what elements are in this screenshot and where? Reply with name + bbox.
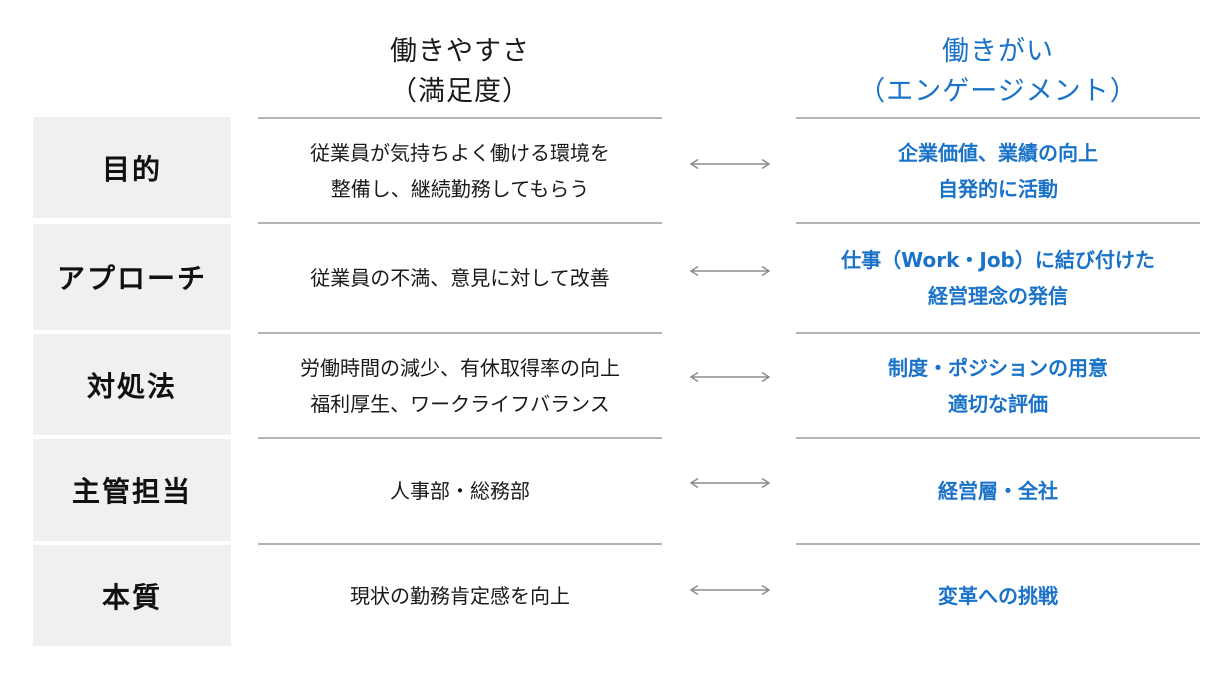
satisfaction-measures-line: 福利厚生、ワークライフバランス bbox=[310, 391, 610, 416]
engagement-approach: 仕事（Work・Job）に結び付けた 経営理念の発信 bbox=[796, 224, 1200, 332]
header-satisfaction-subtitle: （満足度） bbox=[390, 76, 530, 107]
engagement-essence: 変革への挑戦 bbox=[796, 545, 1200, 646]
engagement-measures-line: 制度・ポジションの用意 bbox=[888, 355, 1108, 380]
double-headed-arrow-icon bbox=[689, 265, 771, 277]
double-headed-arrow-icon bbox=[689, 158, 771, 170]
engagement-measures: 制度・ポジションの用意 適切な評価 bbox=[796, 334, 1200, 437]
double-headed-arrow-icon bbox=[689, 477, 771, 489]
satisfaction-purpose: 従業員が気持ちよく働ける環境を 整備し、継続勤務してもらう bbox=[258, 119, 662, 222]
divider-left-2 bbox=[258, 332, 662, 334]
divider-right-4 bbox=[796, 543, 1200, 545]
divider-right-2 bbox=[796, 332, 1200, 334]
header-engagement: 働きがい （エンゲージメント） bbox=[796, 32, 1200, 112]
row-label-purpose: 目的 bbox=[33, 117, 231, 218]
row-label-approach: アプローチ bbox=[33, 224, 231, 330]
engagement-purpose-line: 自発的に活動 bbox=[938, 176, 1058, 201]
engagement-approach-line: 仕事（Work・Job）に結び付けた bbox=[841, 248, 1155, 272]
satisfaction-approach: 従業員の不満、意見に対して改善 bbox=[258, 224, 662, 332]
satisfaction-purpose-line: 整備し、継続勤務してもらう bbox=[330, 176, 590, 201]
satisfaction-measures-line: 労働時間の減少、有休取得率の向上 bbox=[300, 355, 620, 380]
engagement-approach-line: 経営理念の発信 bbox=[928, 284, 1068, 308]
engagement-essence-line: 変革への挑戦 bbox=[938, 583, 1058, 608]
satisfaction-essence-line: 現状の勤務肯定感を向上 bbox=[350, 583, 570, 608]
satisfaction-approach-line: 従業員の不満、意見に対して改善 bbox=[310, 266, 610, 290]
divider-left-3 bbox=[258, 437, 662, 439]
engagement-purpose: 企業価値、業績の向上 自発的に活動 bbox=[796, 119, 1200, 222]
divider-right-0 bbox=[796, 117, 1200, 119]
header-engagement-subtitle: （エンゲージメント） bbox=[858, 76, 1138, 107]
divider-right-1 bbox=[796, 222, 1200, 224]
row-label-measures: 対処法 bbox=[33, 334, 231, 435]
engagement-measures-line: 適切な評価 bbox=[948, 391, 1048, 416]
satisfaction-essence: 現状の勤務肯定感を向上 bbox=[258, 545, 662, 646]
header-satisfaction: 働きやすさ （満足度） bbox=[258, 32, 662, 112]
satisfaction-purpose-line: 従業員が気持ちよく働ける環境を bbox=[310, 140, 610, 165]
satisfaction-owner: 人事部・総務部 bbox=[258, 439, 662, 543]
row-label-essence: 本質 bbox=[33, 545, 231, 646]
divider-right-3 bbox=[796, 437, 1200, 439]
divider-left-1 bbox=[258, 222, 662, 224]
double-headed-arrow-icon bbox=[689, 584, 771, 596]
divider-left-4 bbox=[258, 543, 662, 545]
header-engagement-title: 働きがい bbox=[942, 36, 1054, 67]
divider-left-0 bbox=[258, 117, 662, 119]
engagement-owner-line: 経営層・全社 bbox=[938, 479, 1058, 503]
satisfaction-measures: 労働時間の減少、有休取得率の向上 福利厚生、ワークライフバランス bbox=[258, 334, 662, 437]
engagement-owner: 経営層・全社 bbox=[796, 439, 1200, 543]
header-satisfaction-title: 働きやすさ bbox=[390, 36, 530, 67]
double-headed-arrow-icon bbox=[689, 371, 771, 383]
satisfaction-owner-line: 人事部・総務部 bbox=[390, 479, 530, 503]
row-label-owner: 主管担当 bbox=[33, 439, 231, 541]
engagement-purpose-line: 企業価値、業績の向上 bbox=[898, 140, 1098, 165]
